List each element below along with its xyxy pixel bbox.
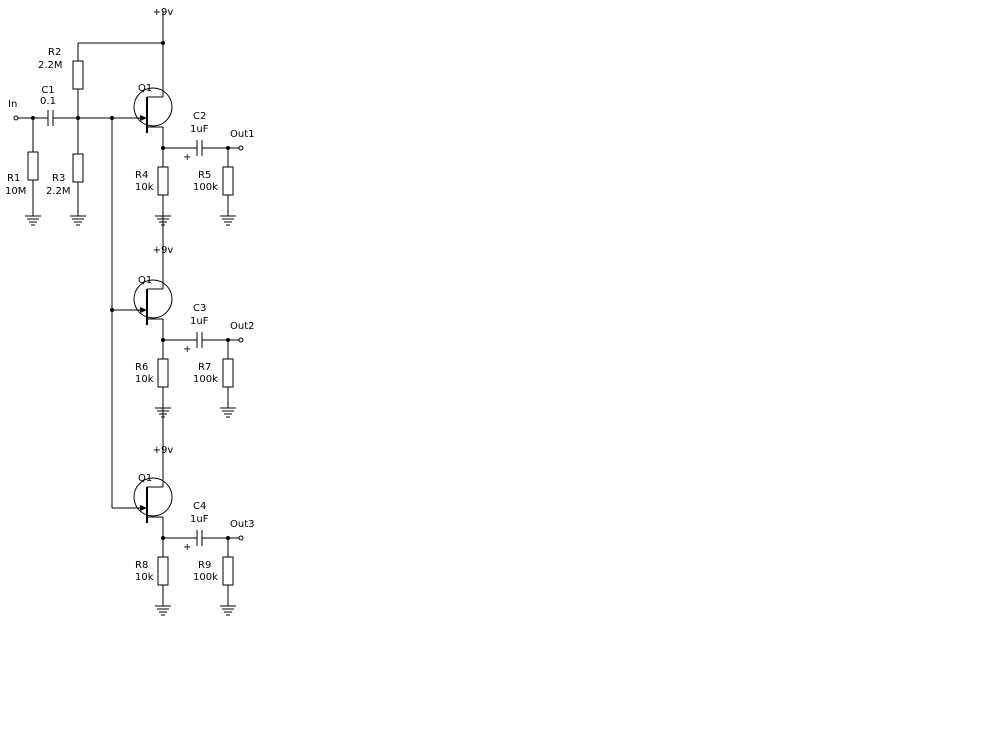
r4-value: 10k [135, 182, 154, 193]
stage-3 [112, 401, 243, 615]
r5-value: 100k [193, 182, 218, 193]
r6-ref: R6 [135, 362, 148, 373]
q-label-1: Q1 [138, 83, 152, 94]
r8-value: 10k [135, 572, 154, 583]
c1-ref: C1 [41, 85, 54, 96]
out1-label: Out1 [230, 129, 255, 140]
input-label: In [8, 99, 17, 110]
r4-ref: R4 [135, 170, 148, 181]
r2-ref: R2 [48, 47, 61, 58]
input-terminal [13, 115, 19, 121]
c3-ref: C3 [193, 303, 206, 314]
c4-plus: + [183, 542, 191, 553]
r5-ref: R5 [198, 170, 211, 181]
c4-value: 1uF [190, 514, 209, 525]
out3-label: Out3 [230, 519, 255, 530]
stage-2 [110, 203, 243, 417]
c3-value: 1uF [190, 316, 209, 327]
c4-ref: C4 [193, 501, 206, 512]
r6-value: 10k [135, 374, 154, 385]
c1-value: 0.1 [40, 96, 56, 107]
c3-plus: + [183, 344, 191, 355]
supply-label-1: +9v [153, 7, 174, 18]
c2-plus: + [183, 152, 191, 163]
supply-label-2: +9v [153, 245, 174, 256]
out2-label: Out2 [230, 321, 255, 332]
resistor-r2 [72, 60, 84, 90]
supply-label-3: +9v [153, 445, 174, 456]
q-label-2: Q1 [138, 275, 152, 286]
r3-value: 2.2M [46, 186, 71, 197]
r2-value: 2.2M [38, 60, 63, 71]
r7-ref: R7 [198, 362, 211, 373]
c2-ref: C2 [193, 111, 206, 122]
r9-value: 100k [193, 572, 218, 583]
r7-value: 100k [193, 374, 218, 385]
r1-value: 10M [5, 186, 26, 197]
r1-ref: R1 [7, 173, 20, 184]
r8-ref: R8 [135, 560, 148, 571]
c2-value: 1uF [190, 124, 209, 135]
r3-ref: R3 [52, 173, 65, 184]
resistor-r1 [27, 151, 39, 181]
stage-1 [13, 11, 243, 225]
q-label-3: Q1 [138, 473, 152, 484]
r9-ref: R9 [198, 560, 211, 571]
resistor-r3 [72, 153, 84, 183]
